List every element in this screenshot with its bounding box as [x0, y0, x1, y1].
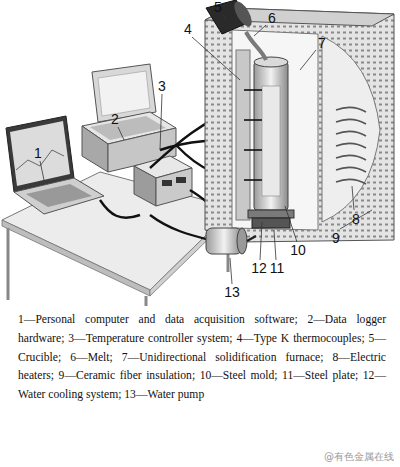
key-entry: 7—Unidirectional solidification furnace; [122, 351, 324, 364]
water-pump [206, 228, 256, 254]
callout-number: 9 [332, 231, 340, 245]
key-entry: 4—Type K thermocouples; [236, 332, 364, 345]
callout-number: 6 [268, 11, 276, 25]
key-entry: 9—Ceramic fiber insulation; [59, 369, 196, 382]
key-entry: 13—Water pump [124, 388, 204, 401]
callout-number: 13 [224, 285, 240, 299]
callout-number: 2 [111, 112, 119, 126]
key-entry: 11—Steel plate; [282, 369, 358, 382]
key-entry: 10—Steel mold; [200, 369, 278, 382]
furnace [205, 8, 394, 242]
key-entry: 1—Personal computer and data acquisition… [18, 313, 298, 326]
callout-number: 10 [290, 243, 306, 257]
callout-number: 3 [158, 79, 166, 93]
callout-number: 7 [318, 36, 326, 50]
caption-key: 1—Personal computer and data acquisition… [18, 311, 386, 405]
crucible [206, 0, 266, 60]
callout-number: 8 [352, 212, 360, 226]
callout-number: 1 [34, 146, 42, 160]
watermark: @有色金属在线 [324, 450, 394, 464]
leader-lines [40, 14, 372, 284]
callout-number: 11 [270, 261, 285, 275]
callout-number: 5 [214, 0, 222, 14]
callout-number: 12 [251, 261, 267, 275]
table [2, 172, 234, 306]
callout-number: 4 [184, 22, 192, 36]
key-entry: 3—Temperature controller system; [68, 332, 232, 345]
temperature-controller [134, 156, 192, 206]
key-entry: 6—Melt; [70, 351, 113, 364]
